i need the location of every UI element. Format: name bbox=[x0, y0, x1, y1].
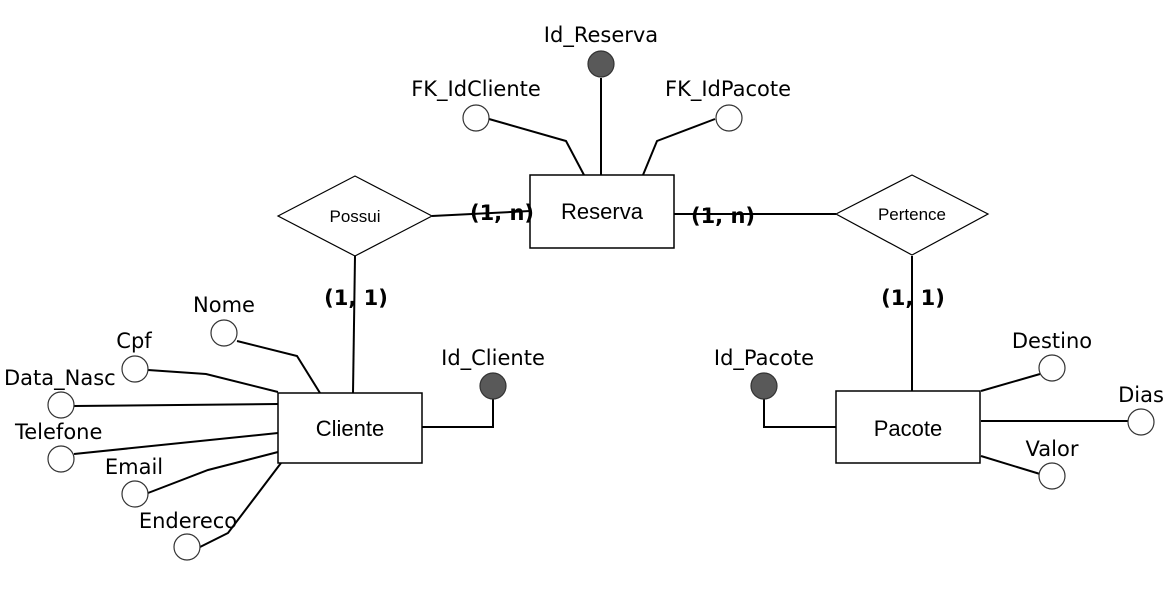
attribute-fk-idpacote[interactable] bbox=[715, 104, 743, 132]
relationship-pertence[interactable]: Pertence bbox=[834, 174, 990, 256]
label-data-nasc: Data_Nasc bbox=[4, 366, 116, 391]
entity-pacote[interactable]: Pacote bbox=[835, 390, 981, 464]
connector-endereco bbox=[199, 462, 282, 548]
connector-telefone bbox=[73, 432, 279, 455]
label-id-pacote: Id_Pacote bbox=[714, 346, 814, 371]
attribute-dias[interactable] bbox=[1127, 408, 1155, 436]
connector-destino bbox=[980, 373, 1041, 392]
attribute-email[interactable] bbox=[121, 480, 149, 508]
relationship-pertence-label: Pertence bbox=[878, 205, 946, 224]
label-valor: Valor bbox=[1026, 437, 1079, 461]
attribute-fk-idcliente[interactable] bbox=[462, 104, 490, 132]
relationship-possui-label: Possui bbox=[329, 207, 380, 226]
connector-data-nasc bbox=[73, 403, 279, 407]
connector-id-pacote bbox=[763, 398, 836, 428]
label-destino: Destino bbox=[1012, 329, 1092, 353]
connector-email bbox=[147, 451, 279, 494]
attribute-circles bbox=[47, 50, 1155, 561]
cardinality-pertence-pacote: (1, 1) bbox=[881, 286, 945, 310]
label-id-cliente: Id_Cliente bbox=[441, 346, 545, 371]
label-dias: Dias bbox=[1118, 383, 1164, 407]
connector-cpf bbox=[147, 369, 279, 393]
key-attribute-id-cliente[interactable] bbox=[479, 372, 507, 400]
connector-id-cliente bbox=[422, 398, 494, 428]
entity-pacote-label: Pacote bbox=[874, 416, 943, 441]
label-endereco: Endereco bbox=[139, 509, 237, 533]
cardinality-possui-reserva: (1, n) bbox=[470, 201, 534, 225]
key-attribute-id-pacote[interactable] bbox=[750, 372, 778, 400]
label-telefone: Telefone bbox=[14, 420, 102, 444]
label-cpf: Cpf bbox=[116, 329, 152, 353]
entity-reserva[interactable]: Reserva bbox=[529, 174, 675, 249]
relationship-possui[interactable]: Possui bbox=[276, 175, 434, 257]
label-nome: Nome bbox=[193, 293, 255, 317]
attribute-destino[interactable] bbox=[1038, 354, 1066, 382]
connector-possui-reserva bbox=[431, 210, 531, 217]
connector-valor bbox=[980, 455, 1041, 475]
connector-fk-idpacote bbox=[642, 118, 716, 176]
attribute-cpf[interactable] bbox=[121, 355, 149, 383]
entity-reserva-label: Reserva bbox=[561, 199, 644, 224]
entity-cliente[interactable]: Cliente bbox=[277, 392, 423, 464]
label-fk-idpacote: FK_IdPacote bbox=[665, 77, 791, 102]
key-attribute-id-reserva[interactable] bbox=[587, 50, 615, 78]
label-id-reserva: Id_Reserva bbox=[544, 23, 658, 48]
attribute-nome[interactable] bbox=[210, 319, 238, 347]
attribute-endereco[interactable] bbox=[173, 533, 201, 561]
cardinality-possui-cliente: (1, 1) bbox=[324, 286, 388, 310]
label-email: Email bbox=[105, 455, 163, 479]
cardinality-reserva-pertence: (1, n) bbox=[691, 204, 755, 228]
attribute-valor[interactable] bbox=[1038, 462, 1066, 490]
connector-possui-cliente bbox=[352, 255, 356, 394]
connector-fk-idcliente bbox=[488, 118, 585, 176]
attribute-telefone[interactable] bbox=[47, 445, 75, 473]
attribute-labels: Id_Reserva FK_IdCliente FK_IdPacote Id_C… bbox=[4, 23, 1164, 533]
entity-cliente-label: Cliente bbox=[316, 416, 384, 441]
label-fk-idcliente: FK_IdCliente bbox=[411, 77, 541, 102]
attribute-data-nasc[interactable] bbox=[47, 391, 75, 419]
cardinality-labels: (1, n) (1, n) (1, 1) (1, 1) bbox=[324, 201, 945, 310]
connector-nome bbox=[236, 340, 321, 394]
connectors bbox=[73, 78, 1128, 548]
